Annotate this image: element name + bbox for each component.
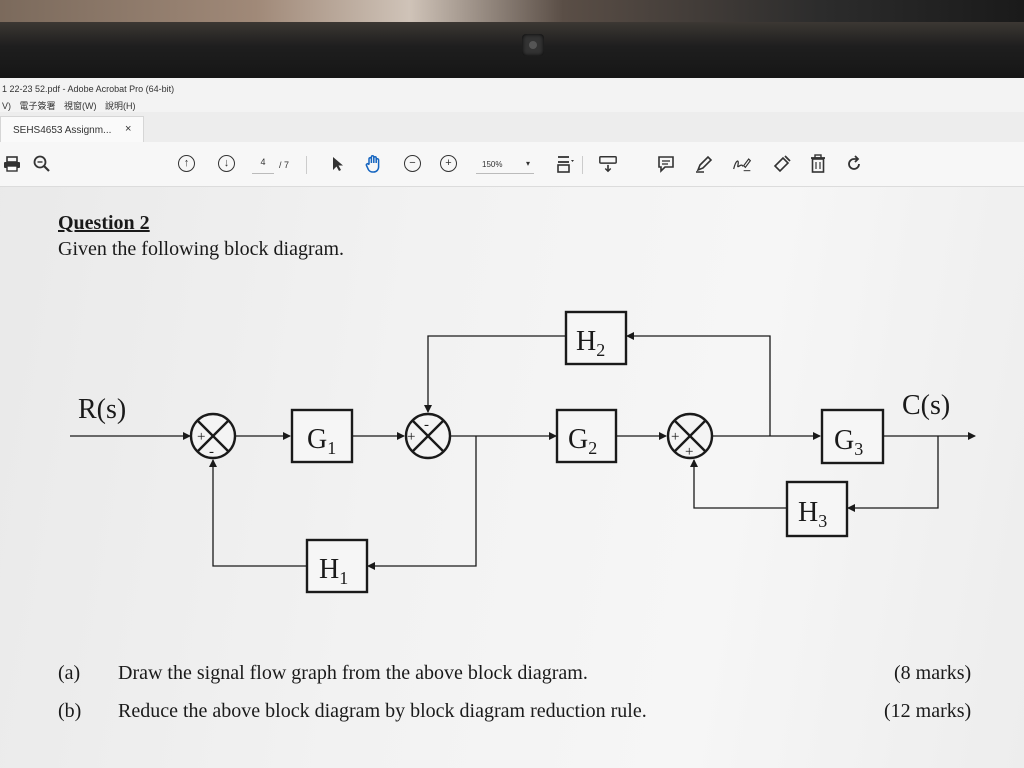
g3-label: G3 [834, 425, 863, 459]
minus-sign: - [424, 417, 429, 433]
zoom-value: 150% [482, 160, 503, 169]
h2-feedback-line [626, 332, 771, 436]
rotate-icon[interactable] [844, 154, 864, 174]
chevron-down-icon: ▾ [525, 159, 530, 168]
part-b-label: (b) [58, 700, 82, 722]
block-g2 [555, 408, 618, 464]
question-intro: Given the following block diagram. [58, 238, 345, 260]
g1-label: G1 [307, 424, 336, 458]
tab-bar: SEHS4653 Assignm... × [0, 112, 1024, 143]
trash-icon[interactable] [808, 154, 828, 174]
toolbar-divider [306, 156, 307, 174]
input-label: R(s) [78, 394, 126, 425]
keyboard-icon[interactable] [598, 154, 618, 174]
block-h2 [564, 310, 628, 366]
part-a-text: Draw the signal flow graph from the abov… [118, 662, 588, 684]
block-h3 [785, 480, 849, 538]
menu-bar[interactable]: V) 電子簽署 視窗(W) 說明(H) [2, 101, 136, 111]
h3-feedback-line [847, 436, 939, 512]
h3-return-line [690, 459, 786, 509]
block-g3 [820, 408, 885, 465]
acrobat-window: 1 22-23 52.pdf - Adobe Acrobat Pro (64-b… [0, 78, 1024, 768]
page-number-input[interactable]: 4 [252, 157, 274, 174]
select-cursor-icon[interactable] [328, 154, 348, 174]
zoom-search-icon[interactable] [32, 154, 52, 174]
part-b-text: Reduce the above block diagram by block … [118, 700, 647, 722]
background-scene [0, 0, 1024, 22]
fit-page-icon[interactable] [555, 154, 575, 174]
question-heading: Question 2 [58, 212, 150, 234]
zoom-in-icon[interactable]: + [440, 155, 457, 172]
webcam-icon [522, 34, 544, 56]
plus-sign: + [197, 429, 205, 445]
hand-tool-icon[interactable] [364, 154, 384, 174]
summing-junction-1 [189, 412, 237, 460]
g2-label: G2 [568, 424, 597, 458]
plus-sign: + [407, 429, 415, 445]
h1-feedback-line [367, 436, 477, 570]
window-title: 1 22-23 52.pdf - Adobe Acrobat Pro (64-b… [2, 84, 175, 94]
laptop-bezel [0, 0, 1024, 78]
block-h1 [305, 538, 369, 594]
h2-label: H2 [576, 326, 605, 360]
toolbar-divider [582, 156, 583, 174]
summing-junction-3 [666, 412, 714, 460]
toolbar: ↑ ↓ 4 / 7 − + 150% ▾ [0, 142, 1024, 187]
sign-icon[interactable] [732, 154, 752, 174]
part-a-marks: (8 marks) [894, 662, 972, 684]
plus-sign: + [685, 444, 693, 460]
part-b-marks: (12 marks) [884, 700, 972, 722]
summing-junction-2 [404, 412, 452, 460]
comment-icon[interactable] [656, 154, 676, 174]
plus-sign: + [671, 429, 679, 445]
zoom-out-icon[interactable]: − [404, 155, 421, 172]
h1-return-line [209, 459, 306, 567]
title-bar: 1 22-23 52.pdf - Adobe Acrobat Pro (64-b… [0, 78, 1024, 112]
print-icon[interactable] [2, 154, 22, 174]
document-page: Question 2 Given the following block dia… [0, 186, 1024, 768]
tab-document[interactable]: SEHS4653 Assignm... × [0, 116, 144, 143]
h2-return-line [424, 335, 565, 413]
h3-label: H3 [798, 497, 827, 531]
block-g1 [290, 408, 354, 464]
block-diagram: + - + - + + G1 G2 G3 H1 H2 [70, 310, 976, 594]
page-total: / 7 [279, 160, 290, 170]
highlight-pen-icon[interactable] [694, 154, 714, 174]
next-page-icon[interactable]: ↓ [218, 155, 235, 172]
minus-sign: - [209, 444, 214, 460]
tab-label: SEHS4653 Assignm... [13, 125, 112, 136]
close-icon[interactable]: × [125, 123, 132, 135]
fill-form-icon[interactable] [772, 154, 792, 174]
previous-page-icon[interactable]: ↑ [178, 155, 195, 172]
zoom-select[interactable]: 150% ▾ [476, 157, 534, 174]
output-label: C(s) [902, 390, 950, 421]
part-a-label: (a) [58, 662, 81, 684]
h1-label: H1 [319, 554, 348, 588]
